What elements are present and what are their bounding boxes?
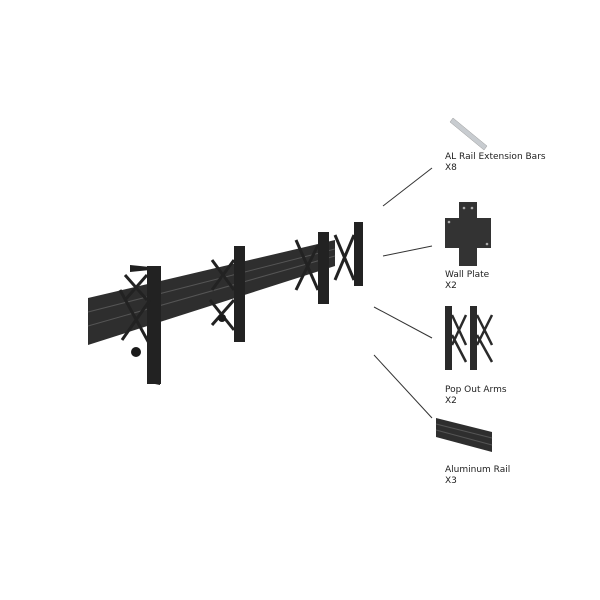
part-name: AL Rail Extension Bars bbox=[445, 152, 546, 162]
part-qty: X2 bbox=[445, 396, 457, 406]
assembled-mount bbox=[87, 222, 363, 385]
pop-out-arm bbox=[354, 222, 363, 286]
part-qty: X8 bbox=[445, 163, 457, 173]
part-label-aluminum-rail: Aluminum Rail X3 bbox=[445, 465, 510, 487]
part-label-pop-out-arms: Pop Out Arms X2 bbox=[445, 385, 507, 407]
aluminum-rail-image bbox=[435, 418, 493, 452]
pop-out-arm bbox=[234, 246, 245, 342]
part-name: Pop Out Arms bbox=[445, 385, 507, 395]
part-label-extension-bars: AL Rail Extension Bars X8 bbox=[445, 152, 546, 174]
pop-out-arms-image bbox=[445, 306, 494, 370]
pop-out-arm bbox=[318, 232, 329, 304]
leader-lines bbox=[373, 167, 433, 419]
part-label-wall-plate: Wall Plate X2 bbox=[445, 270, 489, 292]
part-name: Aluminum Rail bbox=[445, 465, 511, 475]
part-qty: X2 bbox=[445, 281, 457, 291]
part-qty: X3 bbox=[445, 476, 457, 486]
wall-plate-image bbox=[445, 202, 491, 266]
part-name: Wall Plate bbox=[445, 270, 490, 280]
extension-bar-image bbox=[449, 117, 488, 151]
aluminum-rail-assembled bbox=[88, 240, 335, 345]
